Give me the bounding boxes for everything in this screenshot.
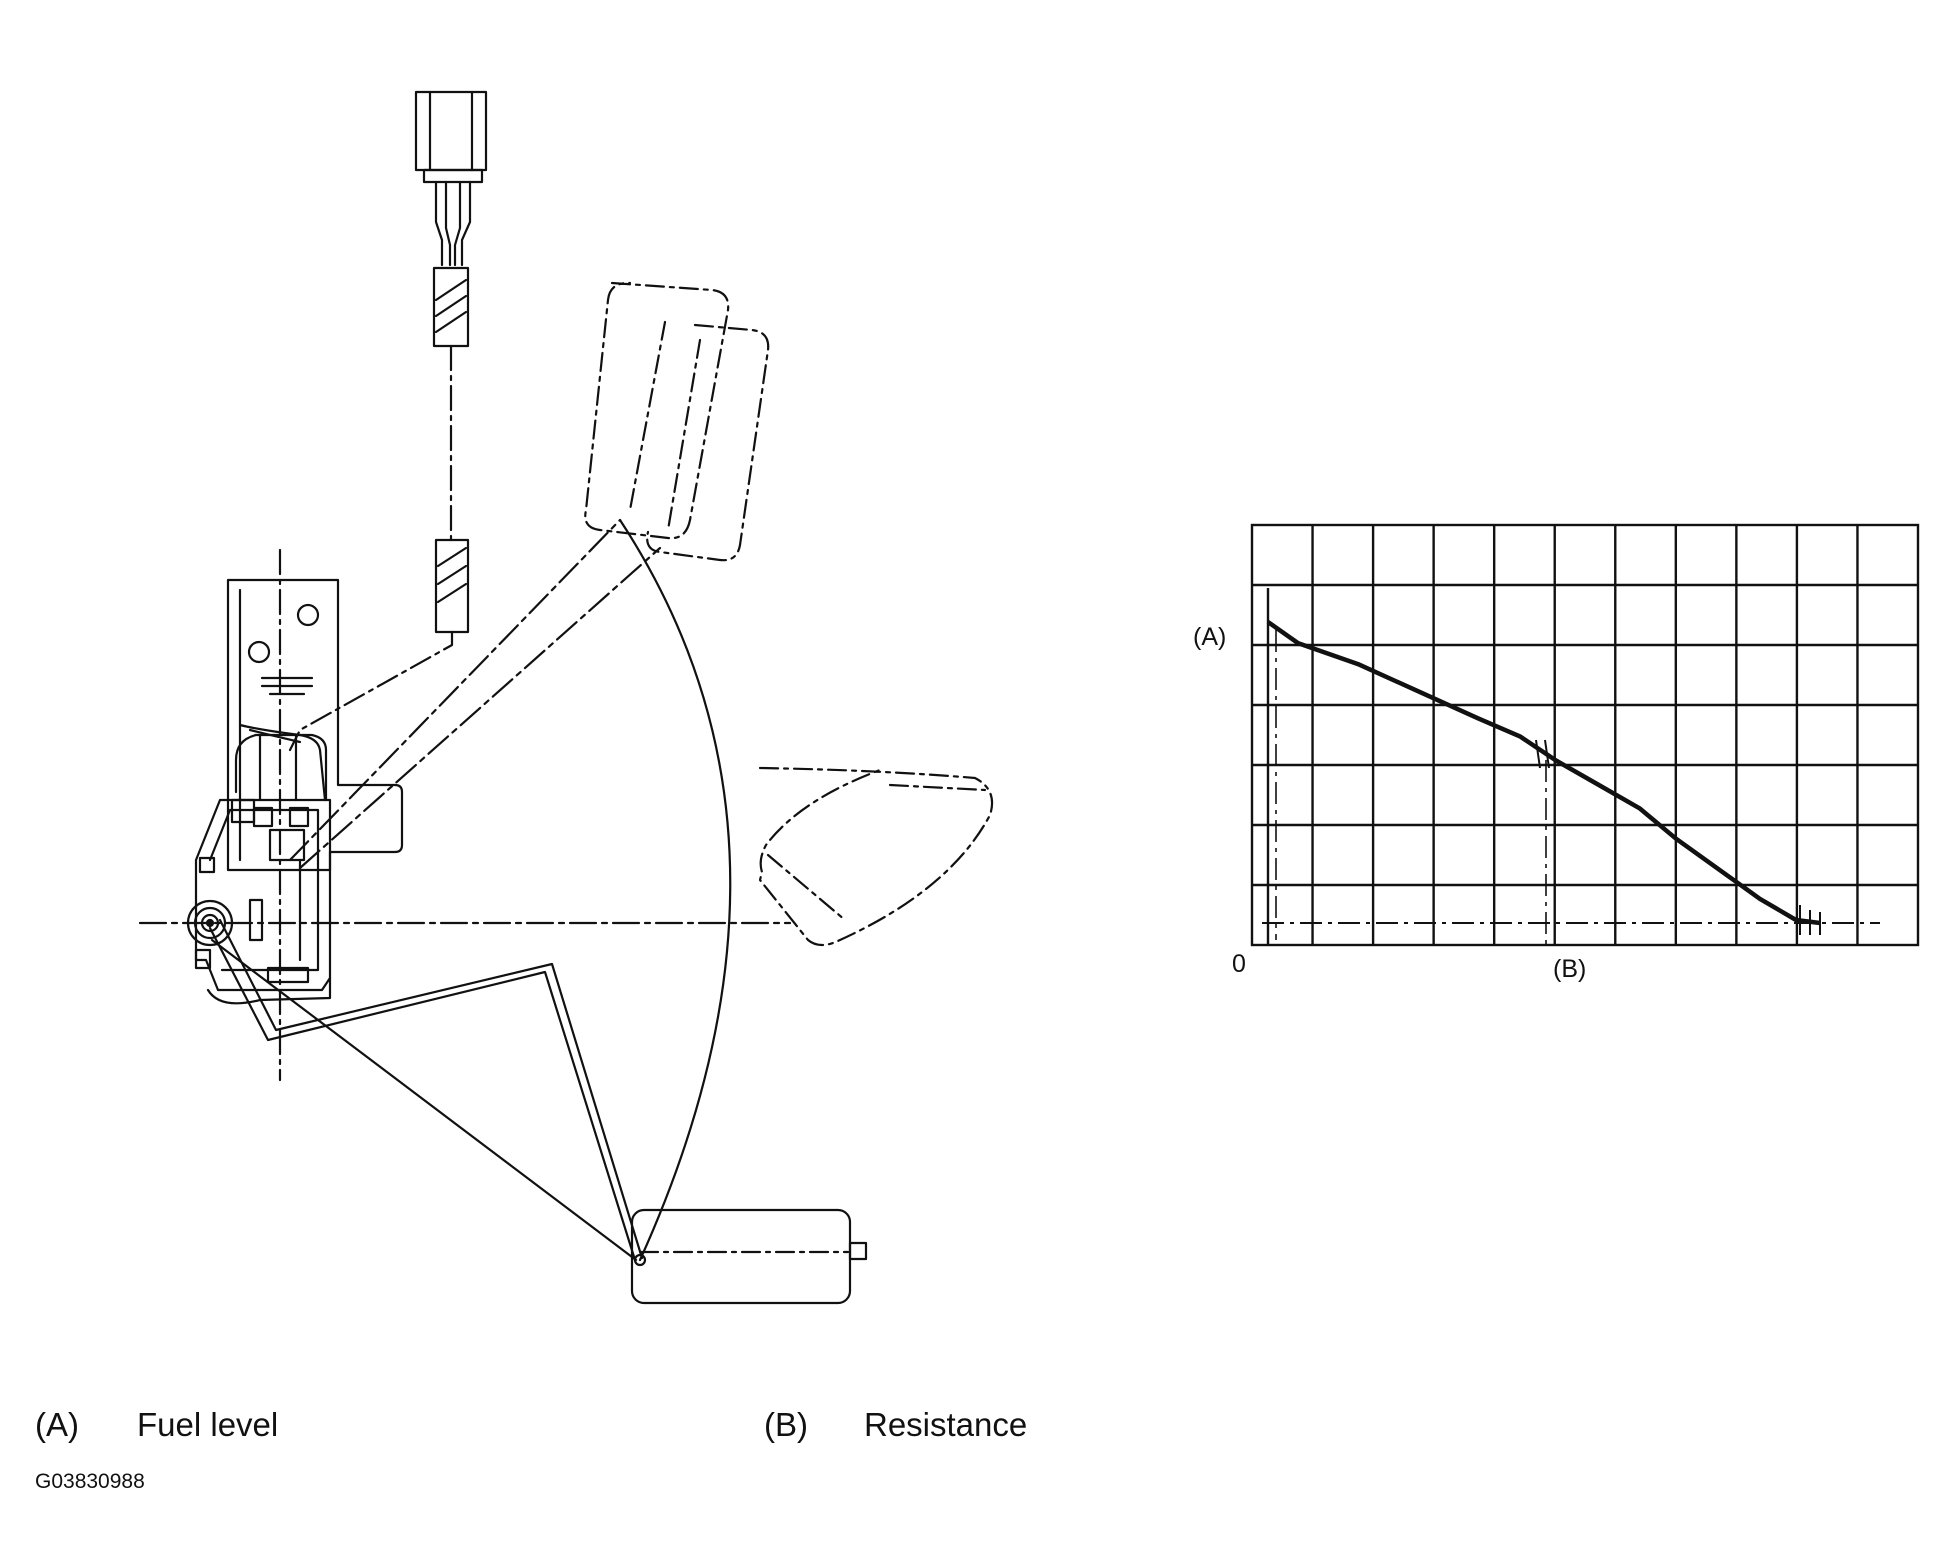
resistance-graph [1250,523,1920,947]
float-middle-position [758,766,994,947]
float-upper-position [584,281,770,562]
connector-plug [414,90,488,267]
legend-label-resistance: Resistance [864,1406,1028,1443]
graph-x-axis-label: (B) [1553,955,1587,983]
float-position-lines [210,518,662,1262]
float-bottom-position [630,1208,868,1305]
float-swing-arc [618,518,732,1262]
sender-unit-body [194,723,332,1005]
graph-grid [1250,523,1920,947]
wire-sleeve-bottom [434,538,470,634]
legend-key-b: (B) [764,1406,808,1443]
legend-label-fuel-level: Fuel level [137,1406,279,1443]
graph-frame [1250,523,1920,947]
wire-sleeve-top [432,266,470,348]
graph-origin-label: 0 [1232,950,1246,978]
legend-key-a: (A) [35,1406,79,1443]
graph-tick-marks [1535,739,1821,935]
figure-code: G03830988 [35,1470,145,1493]
graph-y-axis-label: (A) [1193,623,1227,651]
fuel-level-resistance-line [1266,620,1821,926]
graph-series [1266,620,1821,926]
float-arm [208,918,644,1262]
